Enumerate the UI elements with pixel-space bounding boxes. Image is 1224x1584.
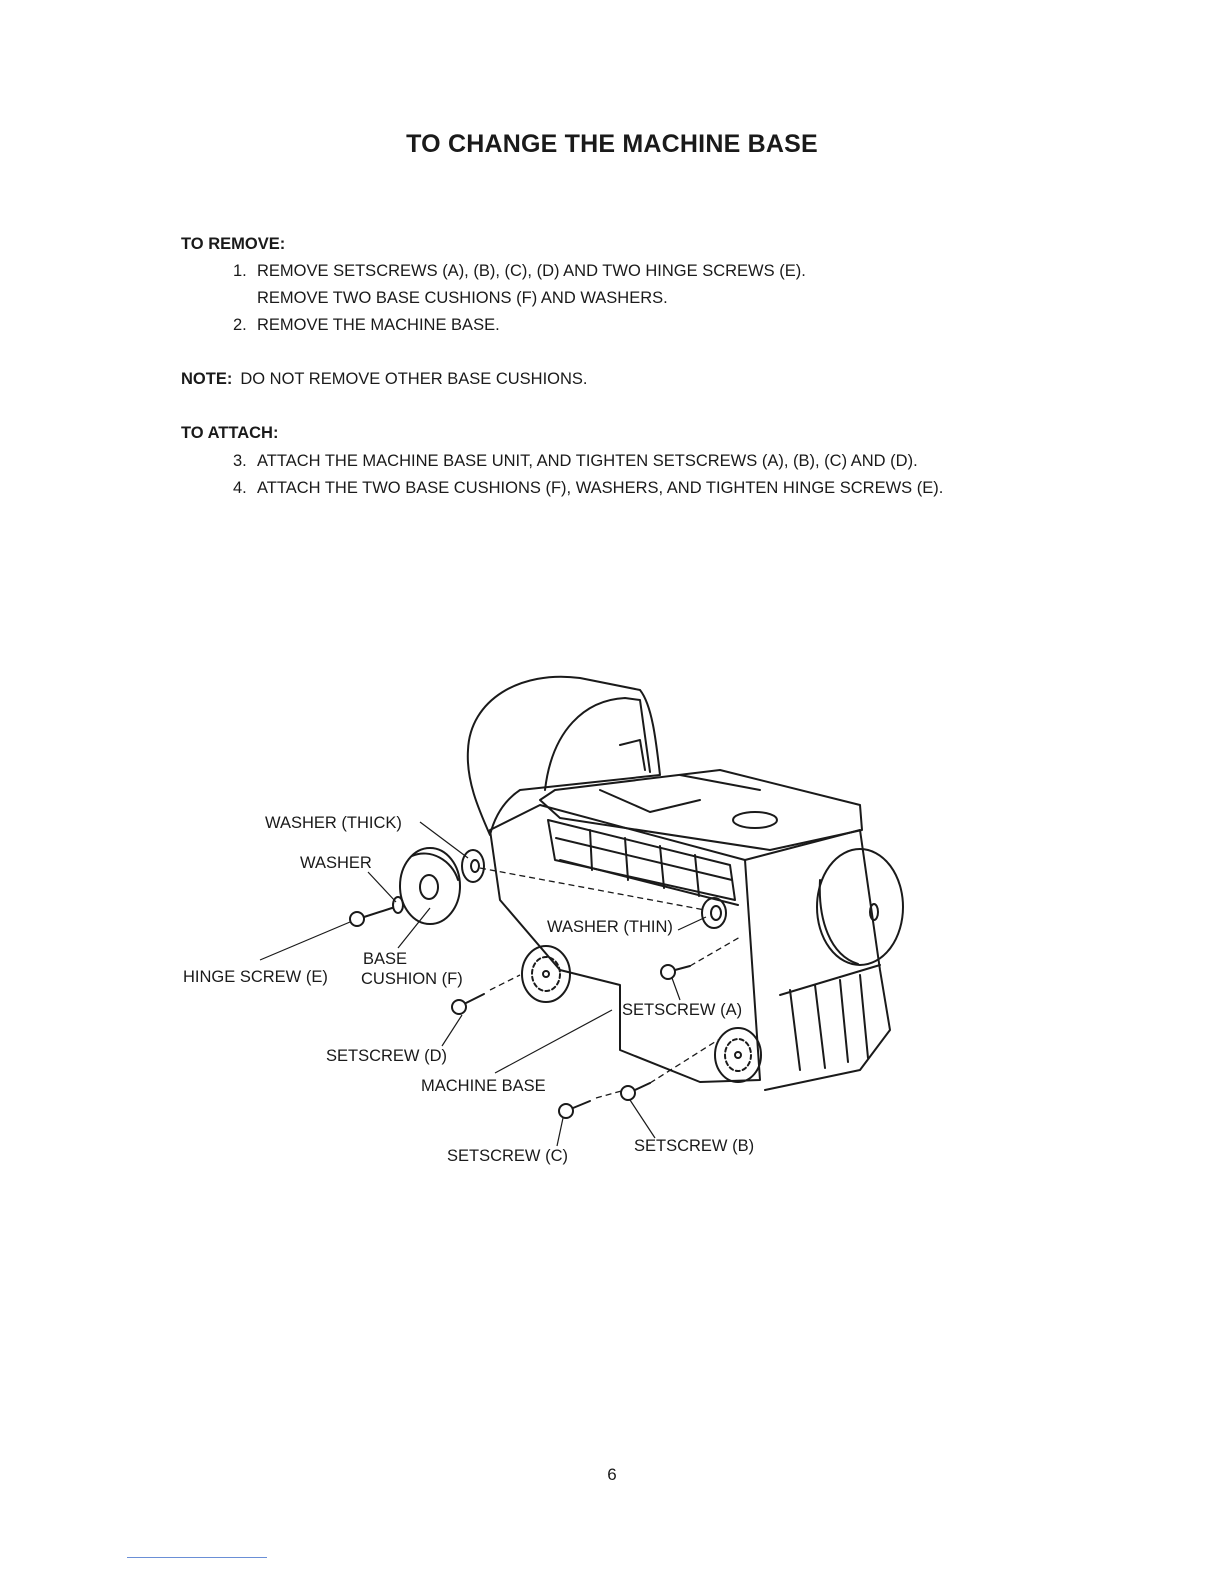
label-setscrew-a: SETSCREW (A) bbox=[622, 1001, 742, 1019]
remove-step-2: 2. REMOVE THE MACHINE BASE. bbox=[233, 316, 500, 335]
washer bbox=[392, 896, 404, 914]
step-number: 4. bbox=[233, 479, 247, 497]
label-hinge-screw: HINGE SCREW (E) bbox=[183, 968, 328, 986]
step-text: ATTACH THE TWO BASE CUSHIONS (F), WASHER… bbox=[257, 479, 944, 497]
label-base: BASE bbox=[363, 950, 407, 968]
label-setscrew-c: SETSCREW (C) bbox=[447, 1147, 568, 1165]
footer-rule bbox=[127, 1557, 267, 1558]
machine-base-plate bbox=[489, 804, 761, 1083]
label-washer: WASHER bbox=[300, 854, 372, 872]
thick-washer bbox=[461, 849, 485, 883]
label-cushion: CUSHION (F) bbox=[361, 970, 463, 988]
step-number: 3. bbox=[233, 452, 247, 470]
label-washer-thick: WASHER (THICK) bbox=[265, 814, 402, 832]
remove-step-1-line-2: REMOVE TWO BASE CUSHIONS (F) AND WASHERS… bbox=[257, 289, 668, 307]
label-setscrew-d: SETSCREW (D) bbox=[326, 1047, 447, 1065]
machine-side-body bbox=[744, 829, 891, 1091]
machine-hood bbox=[466, 675, 661, 836]
base-cushion-exploded bbox=[399, 847, 461, 925]
step-text: ATTACH THE MACHINE BASE UNIT, AND TIGHTE… bbox=[257, 452, 918, 470]
page-number: 6 bbox=[607, 1465, 617, 1484]
note-label: NOTE: bbox=[181, 370, 233, 388]
note-text: DO NOT REMOVE OTHER BASE CUSHIONS. bbox=[240, 370, 588, 388]
step-text: REMOVE SETSCREWS (A), (B), (C), (D) AND … bbox=[257, 262, 806, 280]
attach-step-3: 3. ATTACH THE MACHINE BASE UNIT, AND TIGH… bbox=[233, 452, 918, 471]
attach-heading: TO ATTACH: bbox=[181, 424, 279, 442]
handwheel bbox=[816, 848, 904, 966]
label-setscrew-b: SETSCREW (B) bbox=[634, 1137, 754, 1155]
remove-step-1: 1. REMOVE SETSCREWS (A), (B), (C), (D) AN… bbox=[233, 262, 806, 281]
label-machine-base: MACHINE BASE bbox=[421, 1077, 546, 1095]
step-number: 1. bbox=[233, 262, 247, 280]
note: NOTE: DO NOT REMOVE OTHER BASE CUSHIONS. bbox=[181, 370, 588, 389]
machine-top-plate bbox=[539, 769, 863, 851]
attach-step-4: 4. ATTACH THE TWO BASE CUSHIONS (F), WASH… bbox=[233, 479, 943, 498]
step-text: REMOVE THE MACHINE BASE. bbox=[257, 316, 500, 334]
step-number: 2. bbox=[233, 316, 247, 334]
remove-heading: TO REMOVE: bbox=[181, 235, 286, 253]
page-title: TO CHANGE THE MACHINE BASE bbox=[406, 130, 818, 158]
label-washer-thin: WASHER (THIN) bbox=[547, 918, 673, 936]
